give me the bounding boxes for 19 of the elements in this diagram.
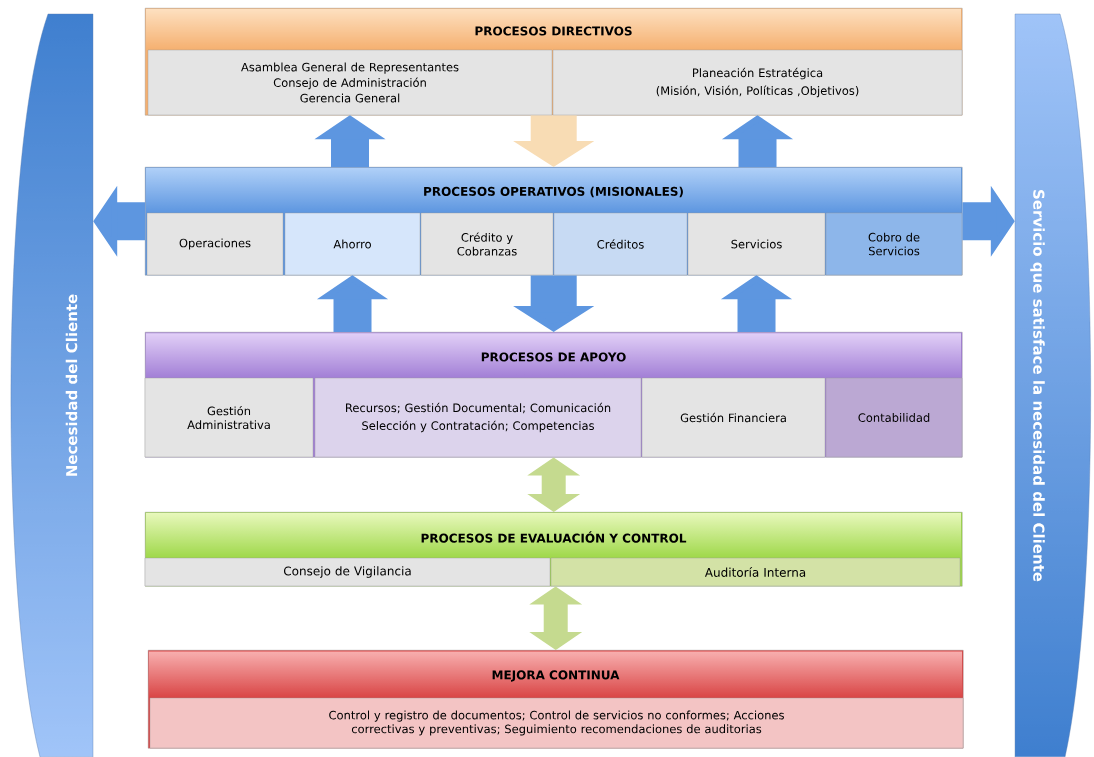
process-cell: Ahorro xyxy=(284,212,421,276)
side-band: Servicio que satisface la necesidad del Cliente xyxy=(1014,13,1091,757)
process-cell: Auditoría Interna xyxy=(550,557,961,587)
process-cell: Gestión Financiera xyxy=(641,377,826,458)
process-cell: Servicios xyxy=(687,212,826,276)
process-cell: Contabilidad xyxy=(825,377,963,458)
side-band: Necesidad del Cliente xyxy=(10,13,94,757)
process-cell: Crédito y Cobranzas xyxy=(420,212,554,276)
double-arrow xyxy=(527,457,581,512)
process-cell: Gestión Administrativa xyxy=(144,377,314,458)
process-cell: Créditos xyxy=(553,212,688,276)
process-cell: Recursos; Gestión Documental; Comunicación Selección y Contratación; Competencias xyxy=(314,377,642,458)
process-cell: Asamblea General de Representantes Consejo de Administración Gerencia General xyxy=(147,49,553,116)
process-cell: Cobro de Servicios xyxy=(825,212,963,276)
process-cell: Consejo de Vigilancia xyxy=(144,557,551,587)
process-cell: Planeación Estratégica (Misión, Visión, Políticas ,Objetivos) xyxy=(552,49,963,116)
process-cell: Operaciones xyxy=(146,212,284,276)
process-cell: Control y registro de documentos; Control de servicios no conformes; Acciones correctivas y preventivas; Seguimiento recomendaciones de auditorias xyxy=(149,697,964,749)
double-arrow xyxy=(529,586,583,650)
